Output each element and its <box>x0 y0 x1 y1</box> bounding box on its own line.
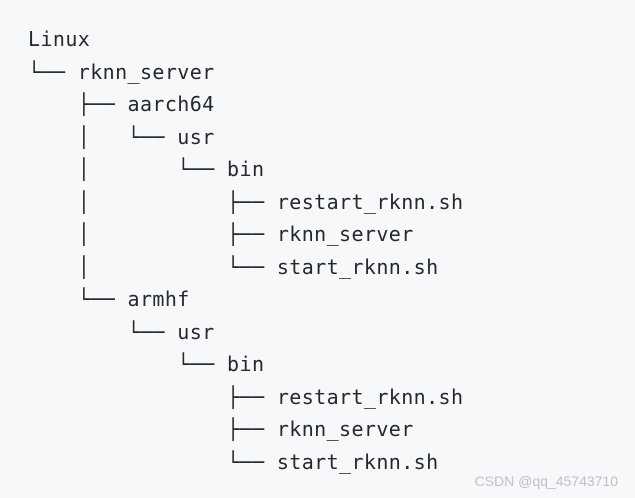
directory-tree: Linux └── rknn_server ├── aarch64 │ └── u… <box>28 27 464 474</box>
tree-line: │ ├── restart_rknn.sh <box>28 189 464 214</box>
tree-line: │ ├── rknn_server <box>28 222 414 246</box>
tree-line: └── armhf <box>28 287 190 311</box>
csdn-watermark: CSDN @qq_45743710 <box>474 473 618 489</box>
tree-line: └── usr <box>28 319 215 344</box>
tree-line: └── start_rknn.sh <box>28 449 439 474</box>
tree-line: Linux <box>28 27 91 51</box>
tree-line: └── rknn_server <box>28 59 215 84</box>
tree-line: │ └── start_rknn.sh <box>28 254 439 279</box>
tree-line: │ └── usr <box>28 124 215 149</box>
tree-line: └── bin <box>28 352 265 376</box>
tree-line: ├── restart_rknn.sh <box>28 384 464 409</box>
tree-line: ├── aarch64 <box>28 92 215 116</box>
tree-line: ├── rknn_server <box>28 417 414 441</box>
tree-line: │ └── bin <box>28 157 265 181</box>
